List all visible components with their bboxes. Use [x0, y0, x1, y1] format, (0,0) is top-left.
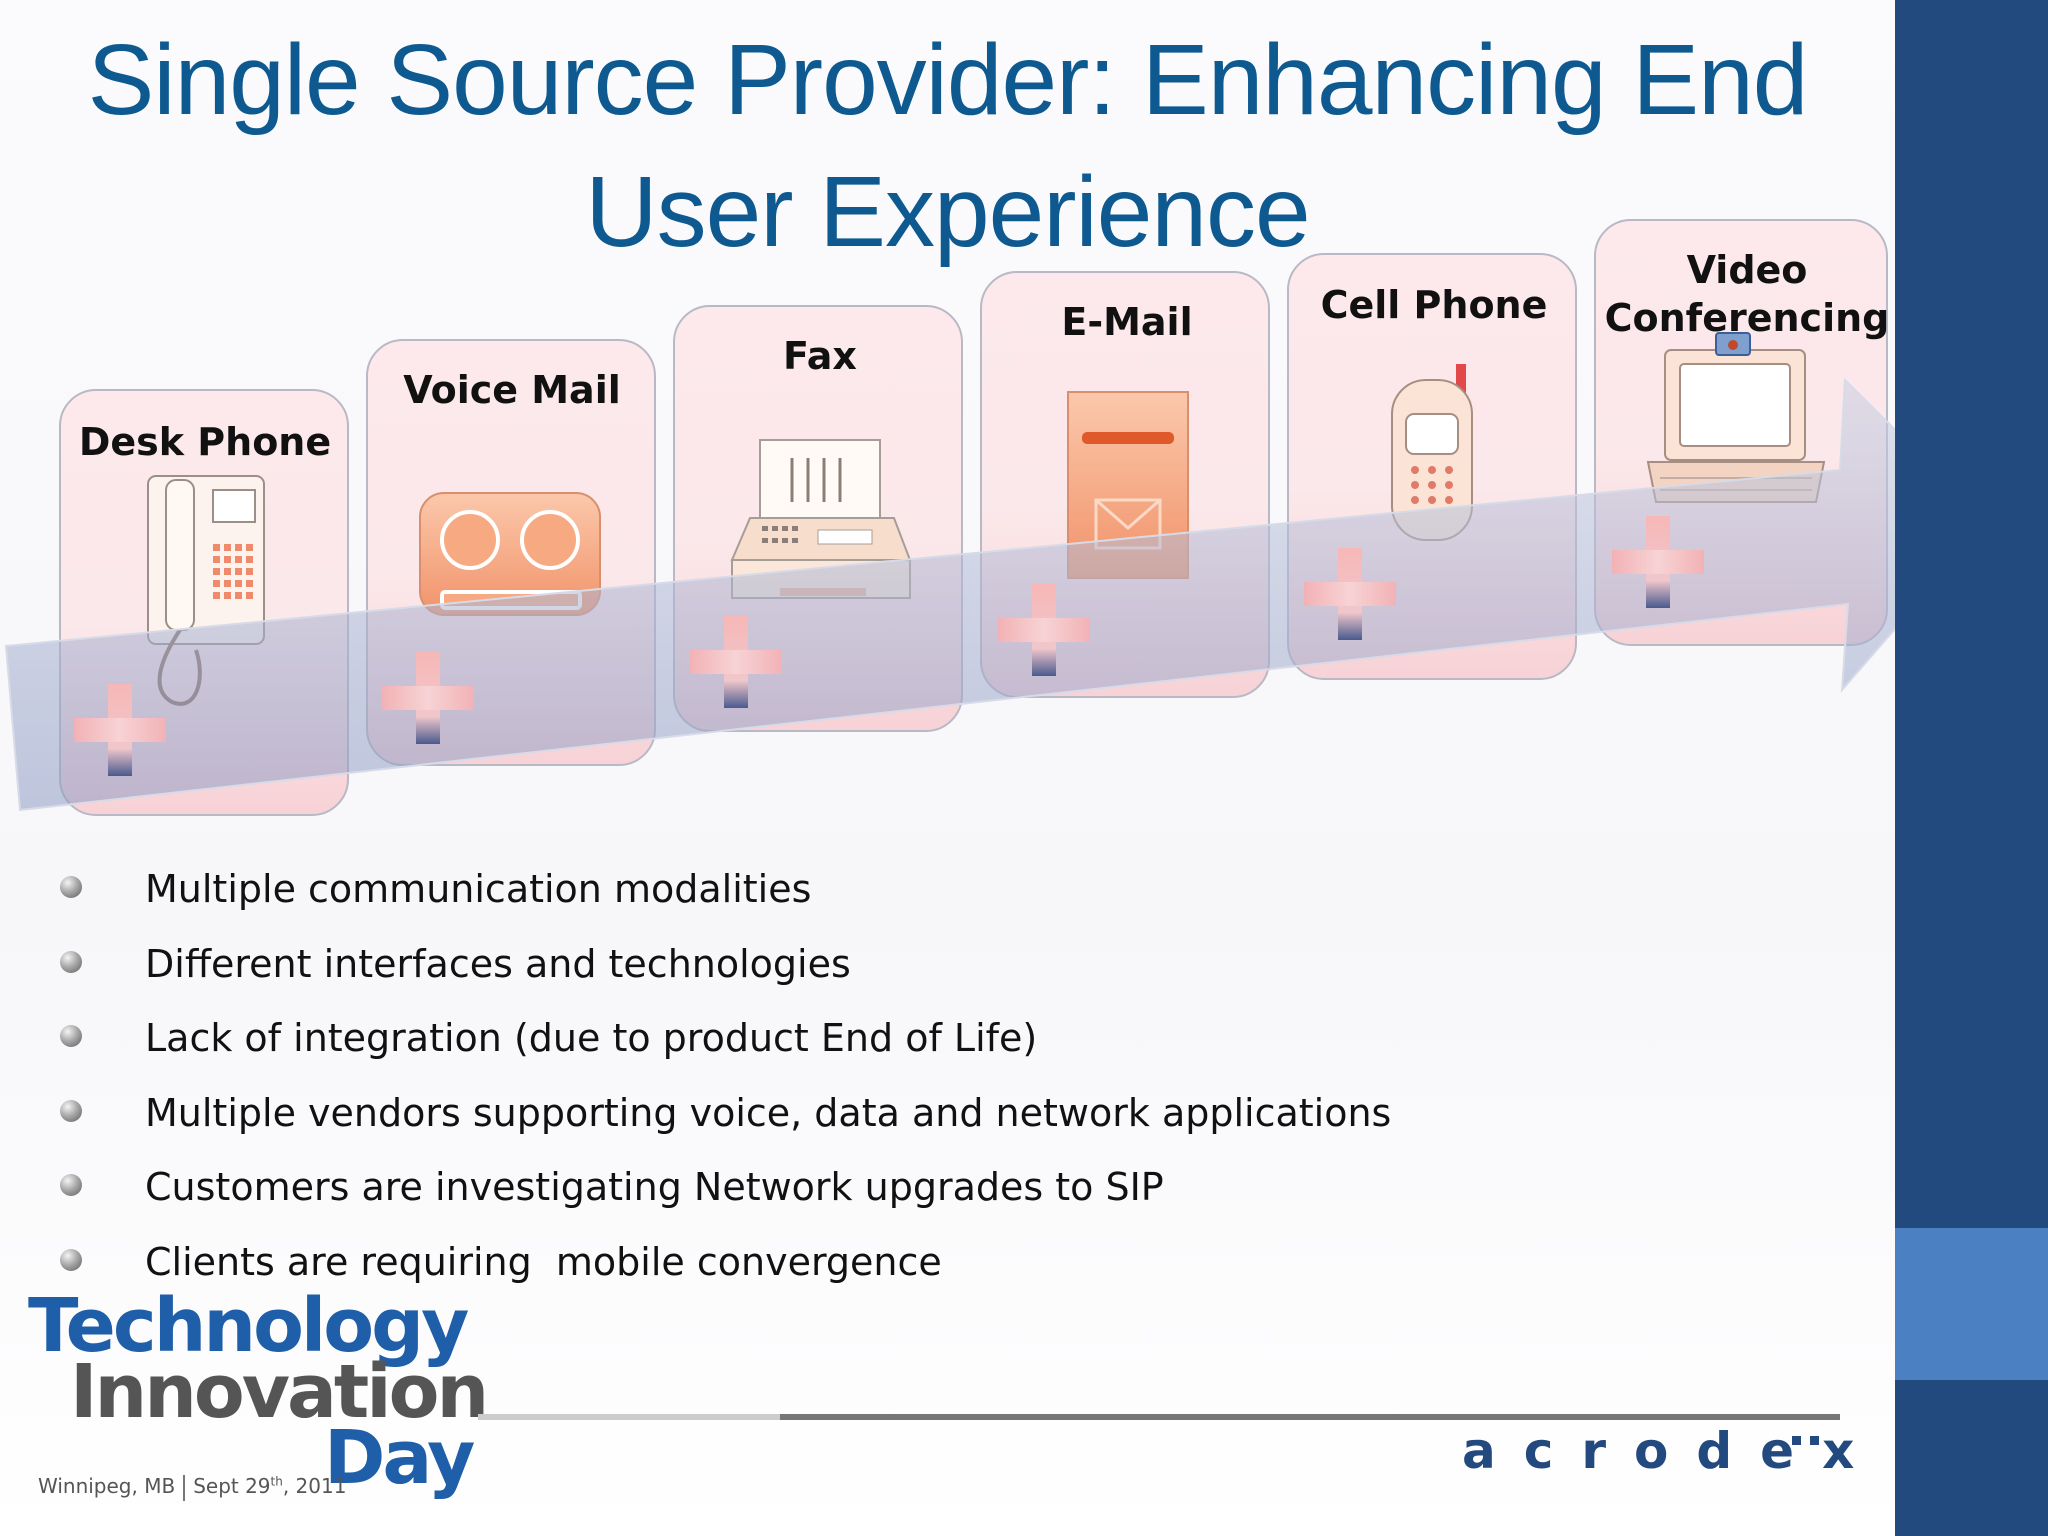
bullet-icon	[60, 1099, 82, 1122]
bullet-icon	[60, 1174, 82, 1196]
brand-logo-dots	[1792, 1432, 1828, 1445]
bullet-text: Customers are investigating Network upgr…	[145, 1165, 1164, 1209]
plus-markers	[74, 516, 1704, 776]
bullet-text: Multiple vendors supporting voice, data …	[145, 1090, 1392, 1135]
plus-icon	[74, 684, 166, 776]
step-label-fax: Fax	[783, 334, 857, 378]
list-item: Customers are investigating Network upgr…	[55, 1164, 1555, 1239]
event-location-date: Winnipeg, MB Sept 29th, 2011	[38, 1474, 346, 1501]
event-logo: Technology Innovation Day Winnipeg, MB Se…	[28, 1283, 489, 1536]
diagram-graphics	[4, 219, 1990, 816]
sidebar-band	[1895, 0, 2048, 1536]
plus-icon	[1304, 548, 1396, 640]
bullet-icon	[60, 950, 82, 973]
sidebar-accent	[1895, 1228, 2048, 1380]
bullet-text: Lack of integration (due to product End …	[145, 1016, 1038, 1060]
step-label-voice-mail: Voice Mail	[403, 368, 621, 412]
bullet-icon	[60, 1248, 82, 1271]
list-item: Multiple vendors supporting voice, data …	[55, 1090, 1555, 1165]
list-item: Clients are requiring mobile convergence	[55, 1239, 1555, 1314]
plus-icon	[998, 584, 1090, 676]
bullet-list: Multiple communication modalities Differ…	[55, 866, 1555, 1313]
bullet-text: Multiple communication modalities	[145, 867, 812, 911]
brand-logo: acrodex	[1462, 1422, 1883, 1480]
communication-diagram: Desk Phone Voice Mail Fax E-Mail Cell Ph…	[4, 219, 1990, 816]
plus-icon	[1612, 516, 1704, 608]
footer-rule-dark	[780, 1414, 1840, 1420]
event-date: Sept 29th, 2011	[193, 1474, 347, 1498]
cell-phone-icon	[1391, 364, 1473, 541]
list-item: Different interfaces and technologies	[55, 941, 1555, 1016]
bullet-icon	[60, 1025, 82, 1047]
plus-icon	[382, 652, 474, 744]
plus-icon	[690, 616, 782, 708]
voicemail-icon	[419, 492, 601, 616]
step-label-video-conferencing: Video Conferencing	[1604, 248, 1890, 340]
slide-title: Single Source Provider: Enhancing End Us…	[87, 24, 1809, 268]
step-label-email: E-Mail	[1061, 300, 1193, 344]
bullet-icon	[60, 876, 82, 898]
bullet-text: Different interfaces and technologies	[145, 941, 851, 986]
list-item: Multiple communication modalities	[55, 866, 1555, 941]
logo-line-technology: Technology	[28, 1283, 469, 1369]
step-label-cell-phone: Cell Phone	[1320, 283, 1548, 327]
logo-separator	[183, 1474, 186, 1501]
step-label-desk-phone: Desk Phone	[78, 420, 332, 464]
bullet-text: Clients are requiring mobile convergence	[145, 1239, 942, 1284]
list-item: Lack of integration (due to product End …	[55, 1015, 1555, 1090]
logo-line-day: Day	[324, 1415, 475, 1501]
event-location: Winnipeg, MB	[38, 1474, 176, 1498]
footer-rule-light	[478, 1414, 780, 1420]
logo-line-innovation: Innovation	[70, 1349, 489, 1435]
